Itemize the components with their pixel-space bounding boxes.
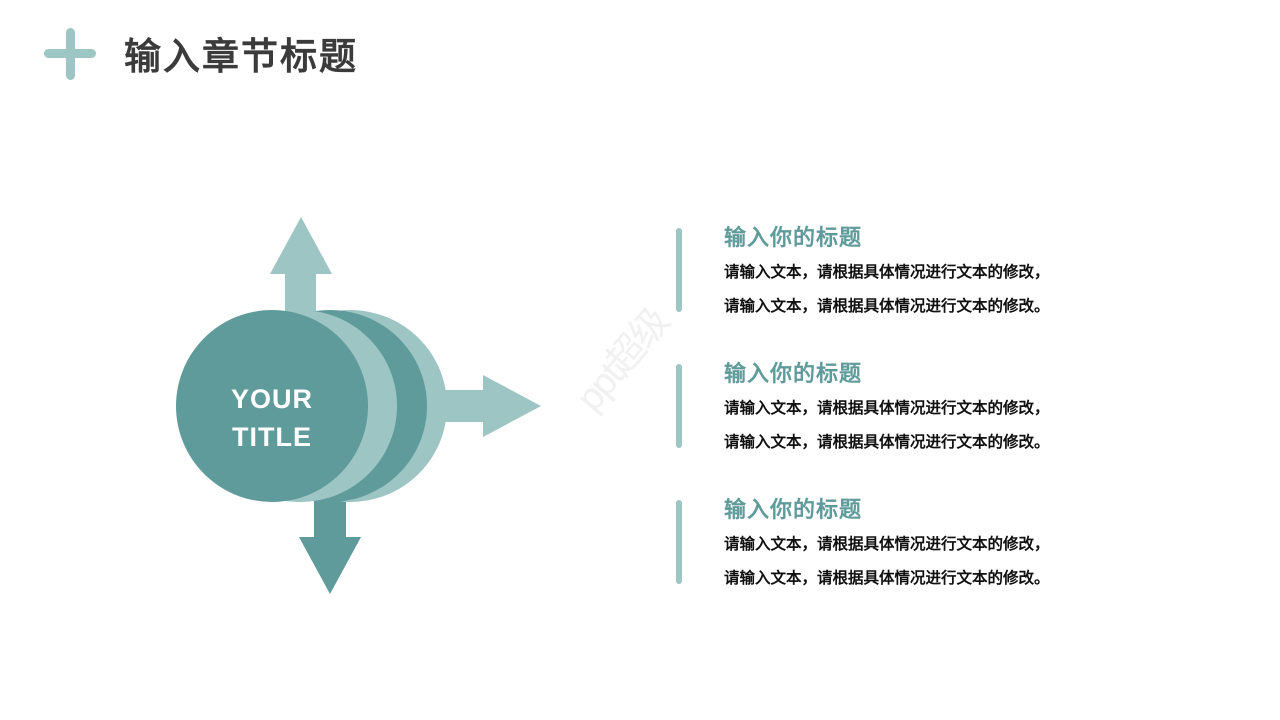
plus-icon xyxy=(44,28,96,80)
front-circle xyxy=(176,310,368,502)
item-text-line: 请输入文本，请根据具体情况进行文本的修改， xyxy=(724,263,1050,281)
center-title-line1: YOUR xyxy=(230,384,313,414)
item-text-line: 请输入文本，请根据具体情况进行文本的修改。 xyxy=(724,569,1050,587)
text-item-1: 输入你的标题 请输入文本，请根据具体情况进行文本的修改， 请输入文本，请根据具体… xyxy=(676,226,1136,315)
item-title: 输入你的标题 xyxy=(724,498,863,523)
item-title: 输入你的标题 xyxy=(724,226,863,251)
center-title-line2: TITLE xyxy=(232,422,312,452)
item-text-line: 请输入文本，请根据具体情况进行文本的修改。 xyxy=(724,433,1050,451)
item-text-line: 请输入文本，请根据具体情况进行文本的修改， xyxy=(724,399,1050,417)
page-title: 输入章节标题 xyxy=(124,35,358,78)
item-accent-bar xyxy=(676,500,682,584)
item-text-line: 请输入文本，请根据具体情况进行文本的修改， xyxy=(724,535,1050,553)
item-accent-bar xyxy=(676,228,682,312)
text-item-3: 输入你的标题 请输入文本，请根据具体情况进行文本的修改， 请输入文本，请根据具体… xyxy=(676,498,1136,587)
item-text-line: 请输入文本，请根据具体情况进行文本的修改。 xyxy=(724,297,1050,315)
text-item-2: 输入你的标题 请输入文本，请根据具体情况进行文本的修改， 请输入文本，请根据具体… xyxy=(676,362,1136,451)
center-title: YOUR TITLE xyxy=(186,380,358,456)
item-title: 输入你的标题 xyxy=(724,362,863,387)
item-accent-bar xyxy=(676,364,682,448)
